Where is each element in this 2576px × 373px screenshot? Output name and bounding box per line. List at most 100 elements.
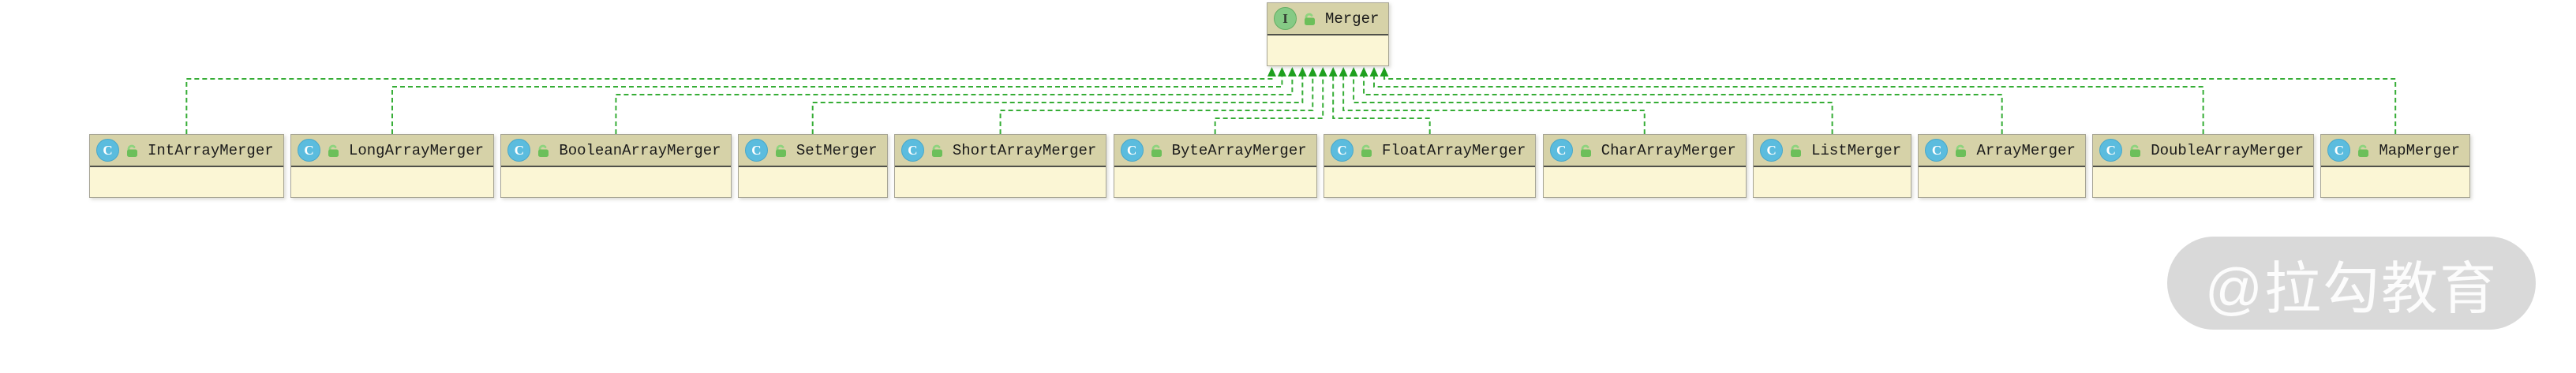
lock-icon — [2358, 144, 2369, 157]
class-box-body — [1543, 167, 1746, 197]
interface-box-body — [1267, 35, 1389, 65]
interface-box-merger[interactable]: I Merger — [1267, 2, 1390, 66]
class-box-body — [894, 167, 1106, 197]
class-box-body — [1919, 167, 2085, 197]
implements-edge-longarraymerger[interactable] — [391, 76, 1283, 134]
class-box-body — [290, 167, 493, 197]
class-icon: C — [1549, 139, 1573, 162]
class-icon: C — [744, 139, 768, 162]
lock-icon — [538, 144, 549, 157]
class-box-header: C DoubleArrayMerger — [2093, 135, 2314, 167]
lock-icon — [328, 144, 339, 157]
class-box-header: C IntArrayMerger — [90, 135, 283, 167]
class-box-header: C ListMerger — [1754, 135, 1911, 167]
interface-name-label: Merger — [1325, 9, 1380, 28]
implements-arrowhead — [1380, 67, 1389, 76]
class-icon: C — [1120, 139, 1144, 162]
implements-arrowhead — [1349, 67, 1358, 76]
class-name-label: ByteArrayMerger — [1171, 141, 1307, 159]
class-box-listmerger[interactable]: C ListMerger — [1753, 134, 1912, 198]
class-box-body — [1754, 167, 1911, 197]
implements-edge-bytearraymerger[interactable] — [1214, 76, 1324, 134]
class-name-label: DoubleArrayMerger — [2151, 141, 2305, 159]
class-name-label: ListMerger — [1811, 141, 1902, 159]
class-box-body — [2321, 167, 2469, 197]
implements-arrowhead — [1328, 67, 1338, 76]
class-icon: C — [1760, 139, 1784, 162]
class-box-mapmerger[interactable]: C MapMerger — [2320, 134, 2470, 198]
watermark-text: @拉勾教育 — [2204, 257, 2498, 321]
class-name-label: CharArrayMerger — [1601, 141, 1736, 159]
class-box-header: C ShortArrayMerger — [894, 135, 1106, 167]
interface-box-header: I Merger — [1267, 3, 1389, 35]
class-box-shortarraymerger[interactable]: C ShortArrayMerger — [893, 134, 1107, 198]
class-box-header: C SetMerger — [738, 135, 887, 167]
class-box-header: C LongArrayMerger — [290, 135, 493, 167]
implements-edge-arraymerger[interactable] — [1363, 76, 2003, 134]
implements-arrowhead — [1267, 67, 1276, 76]
class-name-label: FloatArrayMerger — [1381, 141, 1526, 159]
lock-icon — [775, 144, 786, 157]
lock-icon — [127, 144, 137, 157]
class-box-longarraymerger[interactable]: C LongArrayMerger — [290, 134, 494, 198]
class-box-doublearraymerger[interactable]: C DoubleArrayMerger — [2092, 134, 2315, 198]
watermark: @拉勾教育 — [2166, 237, 2536, 330]
class-icon: C — [297, 139, 320, 162]
class-icon: C — [2099, 139, 2123, 162]
class-name-label: ArrayMerger — [1976, 141, 2076, 159]
implements-edge-shortarraymerger[interactable] — [999, 76, 1314, 134]
implements-arrowhead — [1318, 67, 1327, 76]
class-icon: C — [507, 139, 531, 162]
class-box-bytearraymerger[interactable]: C ByteArrayMerger — [1113, 134, 1317, 198]
class-box-setmerger[interactable]: C SetMerger — [737, 134, 888, 198]
class-name-label: SetMerger — [796, 141, 878, 159]
class-box-intarraymerger[interactable]: C IntArrayMerger — [89, 134, 284, 198]
class-box-header: C BooleanArrayMerger — [501, 135, 731, 167]
class-box-header: C MapMerger — [2321, 135, 2469, 167]
lock-icon — [931, 144, 942, 157]
lock-icon — [1791, 144, 1802, 157]
class-name-label: BooleanArrayMerger — [559, 141, 721, 159]
class-box-floatarraymerger[interactable]: C FloatArrayMerger — [1323, 134, 1537, 198]
class-box-body — [1324, 167, 1536, 197]
implements-edge-doublearraymerger[interactable] — [1372, 76, 2204, 134]
class-name-label: LongArrayMerger — [348, 141, 484, 159]
class-box-chararraymerger[interactable]: C CharArrayMerger — [1542, 134, 1747, 198]
class-icon: C — [96, 139, 119, 162]
implements-edge-intarraymerger[interactable] — [185, 76, 1273, 134]
class-icon: C — [900, 139, 924, 162]
class-box-header: C ArrayMerger — [1919, 135, 2085, 167]
class-icon: C — [2327, 139, 2351, 162]
implements-arrowhead — [1339, 67, 1348, 76]
class-box-header: C CharArrayMerger — [1543, 135, 1746, 167]
lock-icon — [2130, 144, 2141, 157]
implements-arrowhead — [1297, 67, 1307, 76]
class-name-label: MapMerger — [2379, 141, 2460, 159]
lock-icon — [1956, 144, 1967, 157]
lock-icon — [1151, 144, 1162, 157]
implements-edge-mapmerger[interactable] — [1383, 76, 2397, 134]
implements-edge-listmerger[interactable] — [1353, 76, 1833, 134]
class-box-body — [501, 167, 731, 197]
interface-icon: I — [1274, 7, 1297, 30]
implements-edge-chararraymerger[interactable] — [1342, 76, 1646, 134]
class-box-body — [738, 167, 887, 197]
implements-arrowhead — [1308, 67, 1317, 76]
implements-edge-floatarraymerger[interactable] — [1332, 76, 1431, 134]
class-icon: C — [1330, 139, 1354, 162]
class-name-label: ShortArrayMerger — [952, 141, 1097, 159]
class-icon: C — [1925, 139, 1949, 162]
class-row: C IntArrayMerger C LongArrayMerger C — [89, 134, 2470, 198]
class-box-body — [90, 167, 283, 197]
lock-icon — [1580, 144, 1591, 157]
class-box-booleanarraymerger[interactable]: C BooleanArrayMerger — [500, 134, 732, 198]
implements-arrowhead — [1359, 67, 1368, 76]
class-name-label: IntArrayMerger — [148, 141, 274, 159]
implements-edge-setmerger[interactable] — [811, 76, 1304, 134]
class-box-header: C ByteArrayMerger — [1114, 135, 1316, 167]
class-box-body — [2093, 167, 2314, 197]
implements-arrowhead — [1369, 67, 1379, 76]
class-box-arraymerger[interactable]: C ArrayMerger — [1918, 134, 2086, 198]
implements-edge-booleanarraymerger[interactable] — [615, 76, 1294, 134]
